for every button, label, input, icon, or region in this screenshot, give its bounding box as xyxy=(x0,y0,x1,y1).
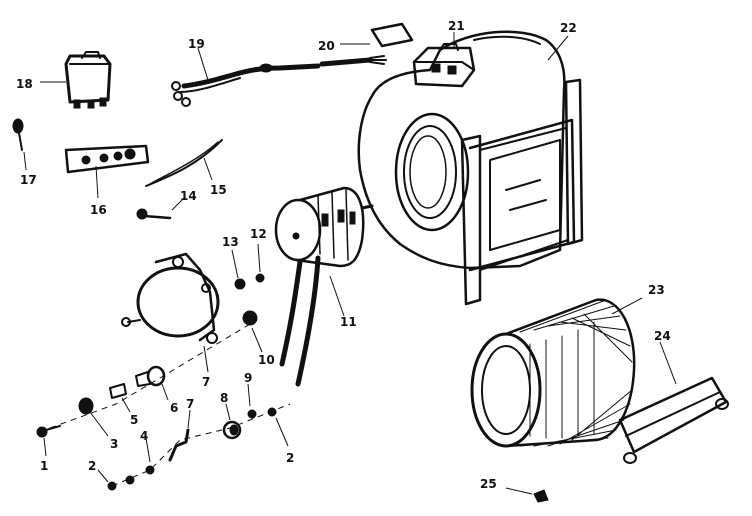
callout-13: 13 xyxy=(222,235,239,249)
callout-6: 6 xyxy=(170,401,178,415)
leader-16 xyxy=(95,165,99,199)
leader-23 xyxy=(611,297,643,315)
leader-2b xyxy=(275,417,289,447)
washer-4-part xyxy=(78,397,94,415)
cover-plate-part xyxy=(370,22,414,48)
callout-14: 14 xyxy=(180,189,197,203)
blower-housing-part xyxy=(357,30,584,306)
leader-14 xyxy=(171,199,183,211)
washer-12-part xyxy=(255,273,265,283)
leader-11 xyxy=(329,275,345,317)
leader-15 xyxy=(203,157,213,181)
clip-7-part xyxy=(168,428,190,462)
callout-17: 17 xyxy=(20,173,37,187)
bushing-part xyxy=(109,383,127,399)
callout-10: 10 xyxy=(258,353,275,367)
nut-8-part xyxy=(222,420,242,440)
callout-11: 11 xyxy=(340,315,357,329)
callout-3: 3 xyxy=(110,437,118,451)
leader-5 xyxy=(121,397,131,413)
callout-8: 8 xyxy=(220,391,228,405)
callout-5: 5 xyxy=(130,413,138,427)
leader-3 xyxy=(145,437,151,463)
callout-2b: 2 xyxy=(286,451,294,465)
callout-1: 1 xyxy=(40,459,48,473)
callout-9: 9 xyxy=(244,371,252,385)
washer-9-part xyxy=(247,409,257,419)
leader-25 xyxy=(505,487,533,495)
terminal-block-part xyxy=(64,144,150,174)
callout-23: 23 xyxy=(648,283,665,297)
leader-8 xyxy=(225,403,231,421)
cutoff-plate-part xyxy=(618,376,729,464)
callout-7a: 7 xyxy=(202,375,210,389)
leader-24 xyxy=(659,341,677,385)
motor-part xyxy=(274,186,374,387)
screw-17-part xyxy=(12,118,24,151)
callout-2a: 2 xyxy=(88,459,96,473)
callout-12: 12 xyxy=(250,227,267,241)
screw-25-part xyxy=(533,489,549,503)
screw-1-part xyxy=(36,425,61,438)
callout-19: 19 xyxy=(188,37,205,51)
leader-7a xyxy=(203,345,209,373)
leader-9 xyxy=(247,383,251,407)
callout-15: 15 xyxy=(210,183,227,197)
leader-1 xyxy=(43,437,47,457)
callout-16: 16 xyxy=(90,203,107,217)
leader-13 xyxy=(231,249,239,279)
spacer-part xyxy=(135,365,166,387)
grommet-part xyxy=(242,310,258,326)
leader-12 xyxy=(257,243,261,273)
wire-harness-part xyxy=(171,63,321,107)
bracket-part xyxy=(121,252,220,344)
leader-7b xyxy=(187,409,191,429)
blower-wheel-part xyxy=(470,298,636,448)
callout-24: 24 xyxy=(654,329,671,343)
leader-10 xyxy=(251,327,263,353)
lockwasher-2a-part xyxy=(107,475,135,491)
leader-6 xyxy=(161,383,169,401)
callout-7b: 7 xyxy=(186,397,194,411)
screw-14-part xyxy=(136,208,172,220)
relay-part xyxy=(64,51,112,109)
wire-leads-part xyxy=(319,55,387,67)
leader-17 xyxy=(23,151,27,171)
callout-21: 21 xyxy=(448,19,465,33)
callout-18: 18 xyxy=(16,77,33,91)
callout-20: 20 xyxy=(318,39,335,53)
screw-13-part xyxy=(234,278,246,290)
lockwasher-2b-part xyxy=(267,407,277,417)
callout-25: 25 xyxy=(480,477,497,491)
leader-19 xyxy=(197,47,209,81)
leader-4 xyxy=(89,411,109,437)
callout-4: 4 xyxy=(140,429,148,443)
wire-15-part xyxy=(145,139,223,187)
leader-22 xyxy=(547,35,569,61)
callout-22: 22 xyxy=(560,21,577,35)
leader-2a xyxy=(97,469,109,483)
capacitor-part xyxy=(412,43,476,88)
